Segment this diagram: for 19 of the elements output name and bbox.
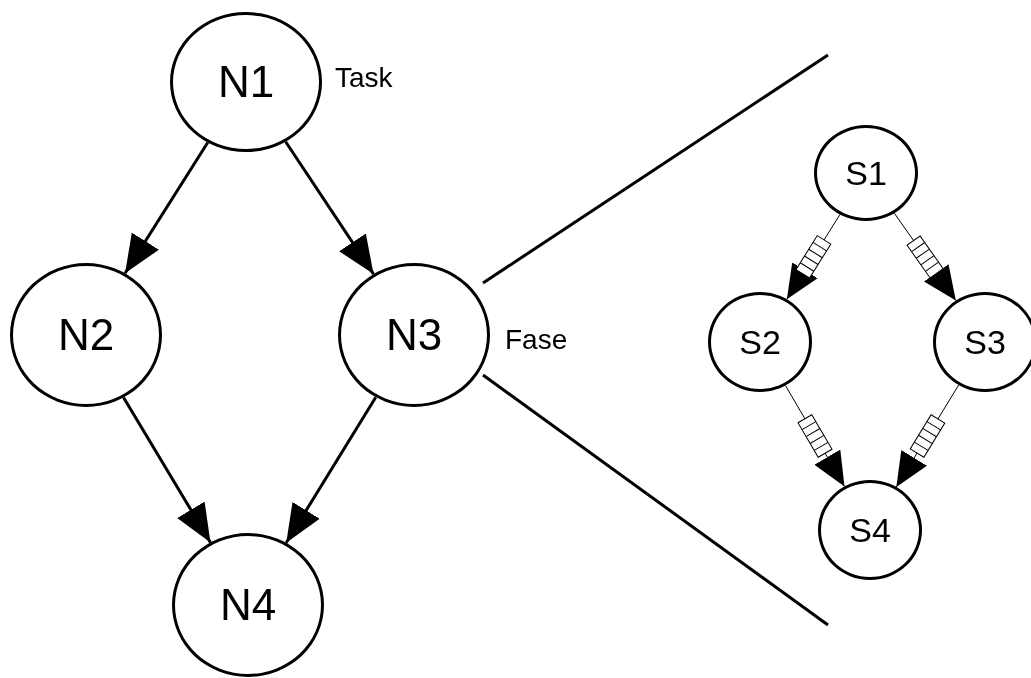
- node-label: N1: [217, 60, 275, 104]
- node-label: S2: [739, 325, 781, 359]
- node-label: N2: [57, 313, 115, 357]
- arrow: [786, 214, 841, 300]
- arrow: [785, 385, 845, 487]
- arrow: [893, 212, 957, 302]
- node-label: S3: [964, 325, 1006, 359]
- arrow: [123, 141, 209, 275]
- arrow: [122, 396, 212, 544]
- node-label: N4: [219, 583, 277, 627]
- arrow: [284, 140, 375, 275]
- arrow: [895, 384, 960, 488]
- node-label: S4: [849, 513, 891, 547]
- node-caption: Fase: [505, 326, 568, 354]
- node-label: S1: [845, 156, 887, 190]
- node-caption: Task: [335, 64, 393, 92]
- arrow: [284, 396, 378, 544]
- circle-node: [933, 292, 1031, 392]
- node-label: N3: [385, 313, 443, 357]
